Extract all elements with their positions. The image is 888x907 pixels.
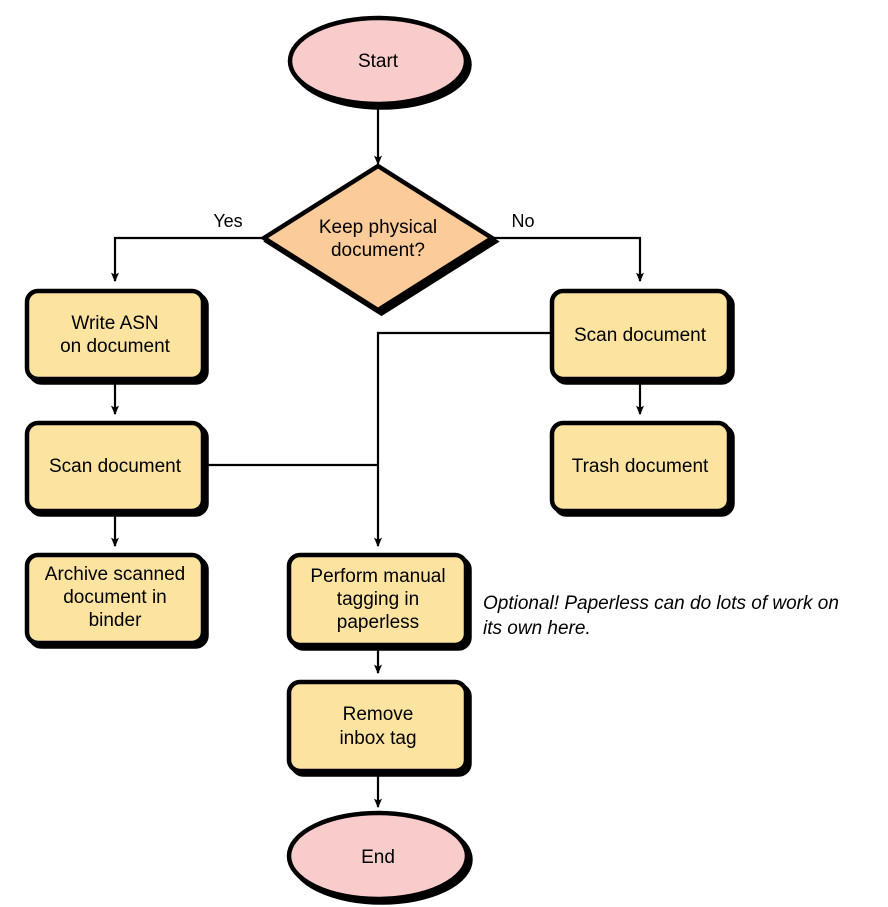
node-remove-inbox-tag[interactable]: Remove inbox tag [286,679,469,774]
trash-document-box-shape [549,420,732,514]
manual-tagging-box-shape [286,552,469,648]
write-asn-box-shape [24,288,206,382]
edge-label-yes: Yes [213,211,242,231]
optional-note: Optional! Paperless can do lots of work … [483,593,839,639]
archive-label-line3: binder [89,610,142,631]
node-end[interactable]: End [286,810,470,902]
remove-inbox-label-line2: inbox tag [339,728,416,749]
scan-document-right-box-shape [549,288,732,382]
manual-tagging-label-line2: tagging in [337,589,419,610]
scan-document-right-label: Scan document [574,325,707,346]
archive-box-shape [24,552,206,646]
write-asn-label-line1: Write ASN [71,313,158,334]
scan-document-left-label: Scan document [49,456,182,477]
start-label: Start [358,51,399,72]
remove-inbox-tag-box-shape [286,679,469,774]
node-scan-document-left[interactable]: Scan document [24,420,206,514]
end-label: End [361,847,395,868]
connector-decision-yes-to-write-asn [111,236,264,283]
decision-label-line1: Keep physical [319,217,437,238]
node-perform-manual-tagging[interactable]: Perform manual tagging in paperless [286,552,469,648]
optional-note-line1: Optional! Paperless can do lots of work … [483,593,839,614]
scan-document-left-box-shape [24,420,206,514]
edge-label-no: No [511,211,534,231]
node-scan-document-right[interactable]: Scan document [549,288,732,382]
manual-tagging-label-line1: Perform manual [310,566,445,587]
end-ellipse-shape [286,810,470,902]
connector-layer [111,101,644,809]
node-archive-scanned-document[interactable]: Archive scanned document in binder [24,552,206,646]
node-decision-keep-physical-document[interactable]: Keep physical document? [259,163,497,313]
connector-decision-no-to-scan-right [492,236,644,283]
write-asn-label-line2: on document [60,336,171,357]
start-ellipse-shape [287,15,469,107]
node-write-asn-on-document[interactable]: Write ASN on document [24,288,206,382]
node-start[interactable]: Start [287,15,469,107]
decision-label-line2: document? [331,240,425,261]
archive-label-line2: document in [63,587,167,608]
decision-diamond-shape [259,163,497,313]
trash-document-label: Trash document [572,456,709,477]
node-trash-document[interactable]: Trash document [549,420,732,514]
optional-note-line2: its own here. [483,618,591,639]
remove-inbox-label-line1: Remove [343,704,414,725]
connector-scan-right-to-manual-tagging [374,331,551,548]
archive-label-line1: Archive scanned [45,564,185,585]
manual-tagging-label-line3: paperless [337,612,419,633]
